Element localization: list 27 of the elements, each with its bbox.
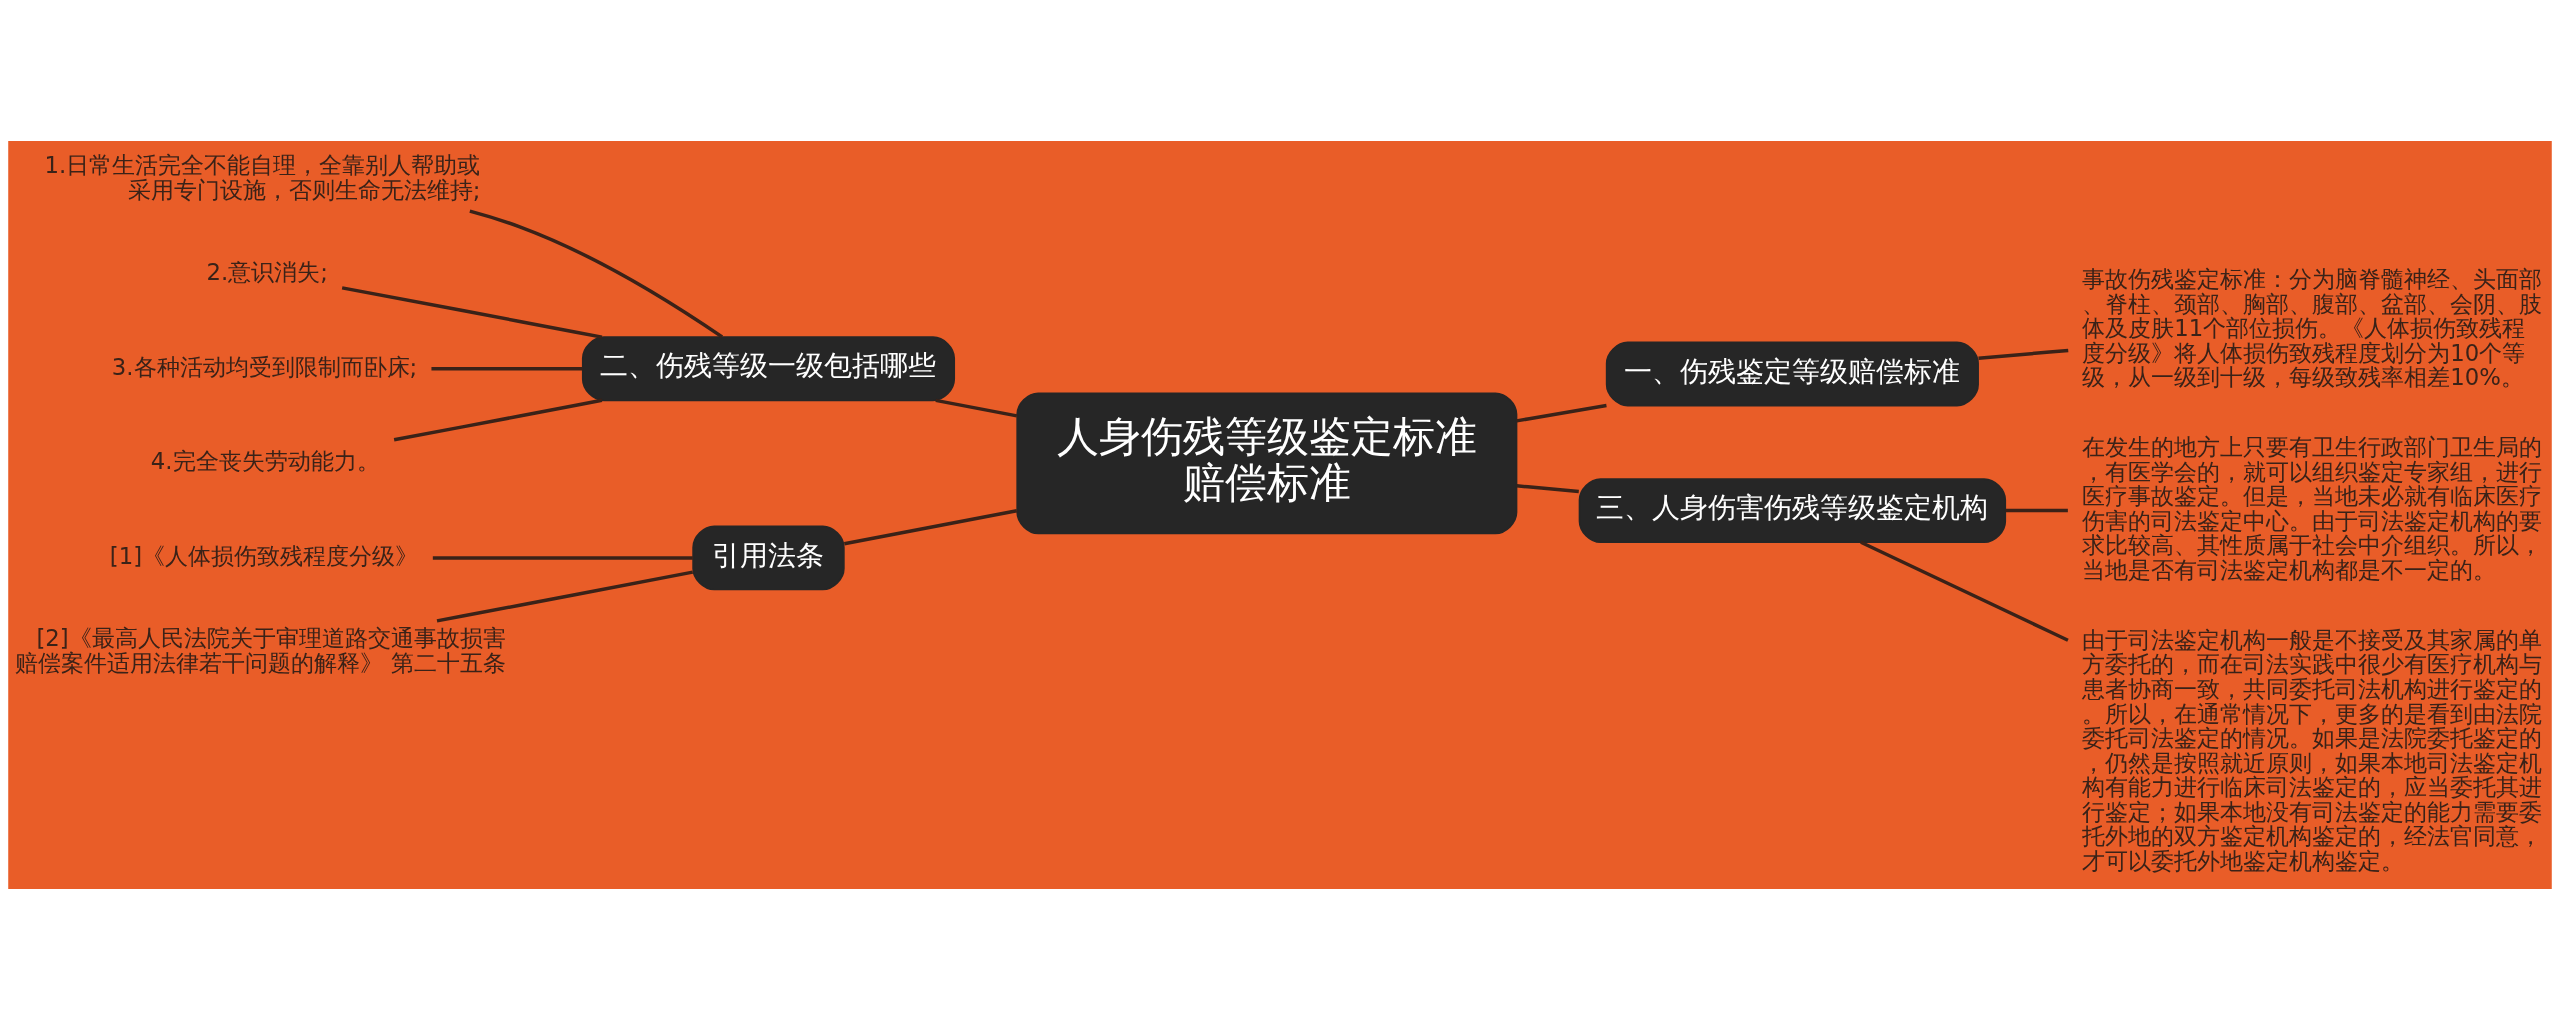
- connector: [393, 398, 603, 442]
- node-box: 二、伤残等级一级包括哪些: [581, 336, 956, 402]
- connector: [431, 367, 583, 371]
- node-text: 在发生的地方上只要有卫生行政部门卫生局的，有医学会的，就可以组织鉴定专家组，进行医疗事故鉴定。但是，当地未必就有临床医疗伤害的司法鉴定中心。由于司法鉴定机构的要求比较高、其性质属于社会中介组织。所以，当地是否有司法鉴定机构都是不一定的。: [2082, 434, 2543, 583]
- node-box: 人身伤残等级鉴定标准赔偿标准: [1016, 392, 1518, 535]
- connector: [844, 509, 1018, 546]
- node-box: 一、伤残鉴定等级赔偿标准: [1605, 341, 1979, 407]
- connector: [1860, 540, 2069, 642]
- connector: [436, 570, 694, 623]
- node-text: [1]《人体损伤致残程度分级》: [109, 542, 419, 569]
- node-text: 1.日常生活完全不能自理，全靠别人帮助或采用专门设施，否则生命无法维持;: [44, 152, 481, 203]
- connector: [935, 398, 1018, 418]
- node-box: 引用法条: [692, 525, 845, 591]
- connector: [1516, 403, 1607, 423]
- connector: [341, 286, 603, 339]
- node-box: 三、人身伤害伤残等级鉴定机构: [1578, 478, 2007, 544]
- node-text: 事故伤残鉴定标准：分为脑脊髓神经、头面部、脊柱、颈部、胸部、腹部、盆部、会阴、肢体及皮肤11个部位损伤。《人体损伤致残程度分级》将人体损伤致残程度划分为10个等级，从一级到十级，每级致残率相差10%。: [2082, 266, 2543, 391]
- connector: [469, 209, 724, 339]
- connector: [432, 556, 693, 560]
- node-text: 2.意识消失;: [206, 259, 328, 286]
- connector: [1516, 484, 1579, 494]
- node-text: 3.各种活动均受到限制而卧床;: [111, 353, 418, 380]
- connector: [1978, 348, 2069, 360]
- connector: [2005, 508, 2068, 513]
- node-text: 4.完全丧失劳动能力。: [150, 448, 380, 475]
- node-text: 由于司法鉴定机构一般是不接受及其家属的单方委托的，而在司法实践中很少有医疗机构与患者协商一致，共同委托司法机构进行鉴定的。所以，在通常情况下，更多的是看到由法院委托司法鉴定的情况。如果是法院委托鉴定的，仍然是按照就近原则，如果本地司法鉴定机构有能力进行临床司法鉴定的，应当委托其进行鉴定；如果本地没有司法鉴定的能力需要委托外地的双方鉴定机构鉴定的，经法官同意，才可以委托外地鉴定机构鉴定。: [2082, 626, 2543, 874]
- node-text: [2]《最高人民法院关于审理道路交通事故损害赔偿案件适用法律若干问题的解释》 第二十五条: [15, 625, 506, 676]
